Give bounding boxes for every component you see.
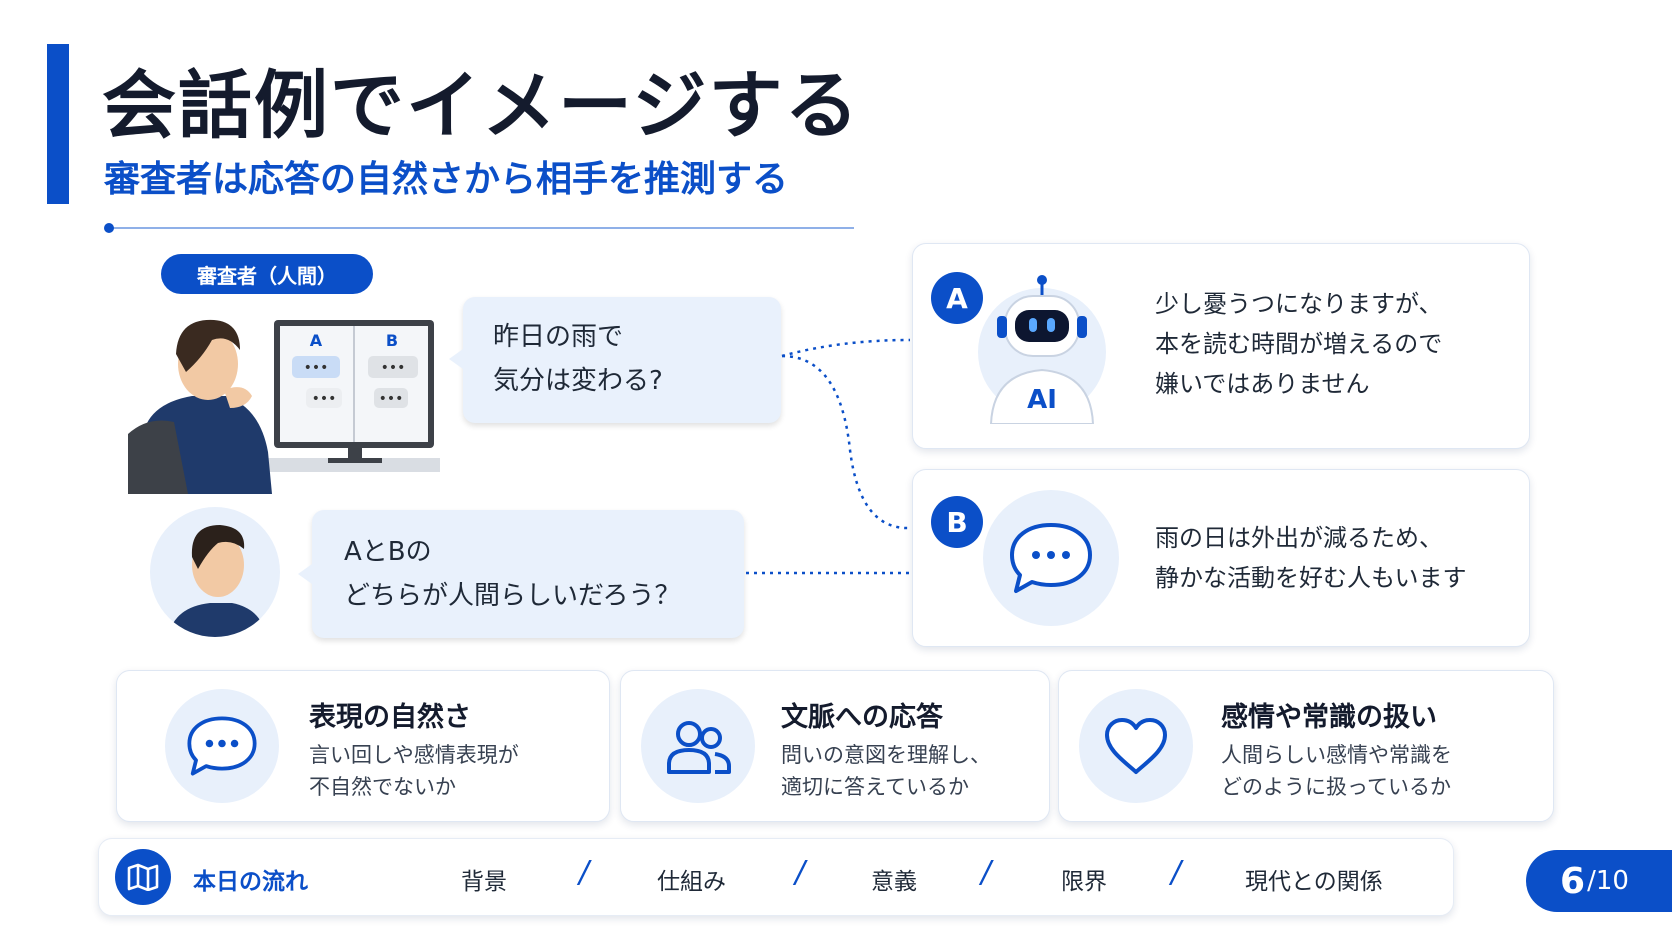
svg-text:•••: •••	[379, 391, 404, 407]
question1-line1: 昨日の雨で	[493, 322, 624, 352]
heart-icon	[1105, 718, 1167, 774]
feature-3-title: 感情や常識の扱い	[1221, 702, 1437, 733]
response-a-line1: 少し憂うつになりますが、	[1155, 290, 1443, 318]
page-subtitle: 審査者は応答の自然さから相手を推測する	[104, 159, 789, 200]
feature-2-icon-circle	[641, 689, 755, 803]
examiner-badge: 審査者（人間）	[161, 254, 373, 294]
robot-icon: AI	[978, 275, 1106, 424]
feature-1-icon-circle	[165, 689, 279, 803]
connector-lines	[781, 338, 911, 530]
agenda-item-modern-relation[interactable]: 現代との関係	[1245, 869, 1383, 895]
chat-bubble-icon	[1010, 523, 1092, 593]
examiner-at-computer-illustration: A B ••• ••• ••• •••	[128, 319, 440, 494]
title-divider-dot	[104, 223, 114, 233]
response-b-line1: 雨の日は外出が減るため、	[1155, 524, 1443, 552]
feature-2-title: 文脈への応答	[781, 702, 943, 733]
chat-bubble-icon	[187, 716, 257, 776]
page-title: 会話例でイメージする	[102, 63, 861, 149]
agenda-separator: /	[1171, 855, 1182, 890]
question-bubble-1: 昨日の雨で 気分は変わる?	[449, 297, 781, 423]
feature-3-desc-line2: どのように扱っているか	[1221, 775, 1451, 799]
feature-1-desc-line2: 不自然でないか	[309, 775, 456, 799]
question1-line2: 気分は変わる?	[493, 366, 663, 396]
feature-card-context: 文脈への応答 問いの意図を理解し、 適切に答えているか	[620, 670, 1050, 822]
agenda-label: 本日の流れ	[193, 869, 308, 895]
response-b-line2: 静かな活動を好む人もいます	[1155, 564, 1467, 592]
svg-text:•••: •••	[312, 391, 337, 407]
response-card-b: B 雨の日は外出が減るため、 静かな活動を好む人もいます	[912, 469, 1530, 647]
response-b-badge: B	[931, 496, 983, 548]
feature-2-desc-line2: 適切に答えているか	[781, 775, 969, 799]
response-a-badge: A	[931, 272, 983, 324]
svg-text:•••: •••	[304, 360, 329, 376]
monitor-label-b: B	[386, 331, 398, 350]
feature-card-naturalness: 表現の自然さ 言い回しや感情表現が 不自然でないか	[116, 670, 610, 822]
connector-line-b	[746, 571, 912, 575]
feature-1-title: 表現の自然さ	[309, 702, 471, 733]
title-accent-bar	[47, 44, 69, 204]
feature-3-icon-circle	[1079, 689, 1193, 803]
question2-line2: どちらが人間らしいだろう？	[344, 581, 681, 611]
agenda-item-significance[interactable]: 意義	[871, 869, 917, 895]
feature-3-desc-line1: 人間らしい感情や常識を	[1221, 743, 1452, 767]
agenda-separator: /	[579, 855, 590, 890]
agenda-separator: /	[981, 855, 992, 890]
svg-text:•••: •••	[381, 360, 406, 376]
robot-ai-label: AI	[1027, 385, 1057, 415]
agenda-bar: 本日の流れ 背景 / 仕組み / 意義 / 限界 / 現代との関係	[98, 838, 1454, 916]
examiner-avatar	[150, 507, 280, 637]
response-b-icon-circle	[983, 490, 1119, 626]
feature-1-desc-line1: 言い回しや感情表現が	[309, 743, 519, 767]
title-divider	[108, 227, 854, 229]
feature-2-desc-line1: 問いの意図を理解し、	[781, 743, 991, 767]
users-icon	[667, 721, 731, 774]
map-icon	[127, 863, 159, 891]
question-bubble-2: AとBの どちらが人間らしいだろう？	[298, 510, 744, 638]
agenda-item-background[interactable]: 背景	[461, 869, 507, 895]
page-current: 6	[1560, 860, 1586, 902]
page-indicator: 6 /10	[1526, 850, 1672, 912]
page-total: /10	[1587, 866, 1629, 896]
feature-card-emotion: 感情や常識の扱い 人間らしい感情や常識を どのように扱っているか	[1058, 670, 1554, 822]
agenda-item-limits[interactable]: 限界	[1061, 869, 1107, 895]
response-a-line2: 本を読む時間が増えるので	[1155, 330, 1443, 358]
agenda-separator: /	[795, 855, 806, 890]
map-icon-circle	[115, 849, 171, 905]
question2-line1: AとBの	[344, 537, 432, 567]
monitor-label-a: A	[310, 331, 323, 350]
agenda-item-mechanism[interactable]: 仕組み	[657, 869, 726, 895]
response-a-line3: 嫌いではありません	[1155, 370, 1370, 398]
response-card-a: A AI 少し憂うつになりますが、 本を読む時間が増えるので 嫌いではありません	[912, 243, 1530, 449]
